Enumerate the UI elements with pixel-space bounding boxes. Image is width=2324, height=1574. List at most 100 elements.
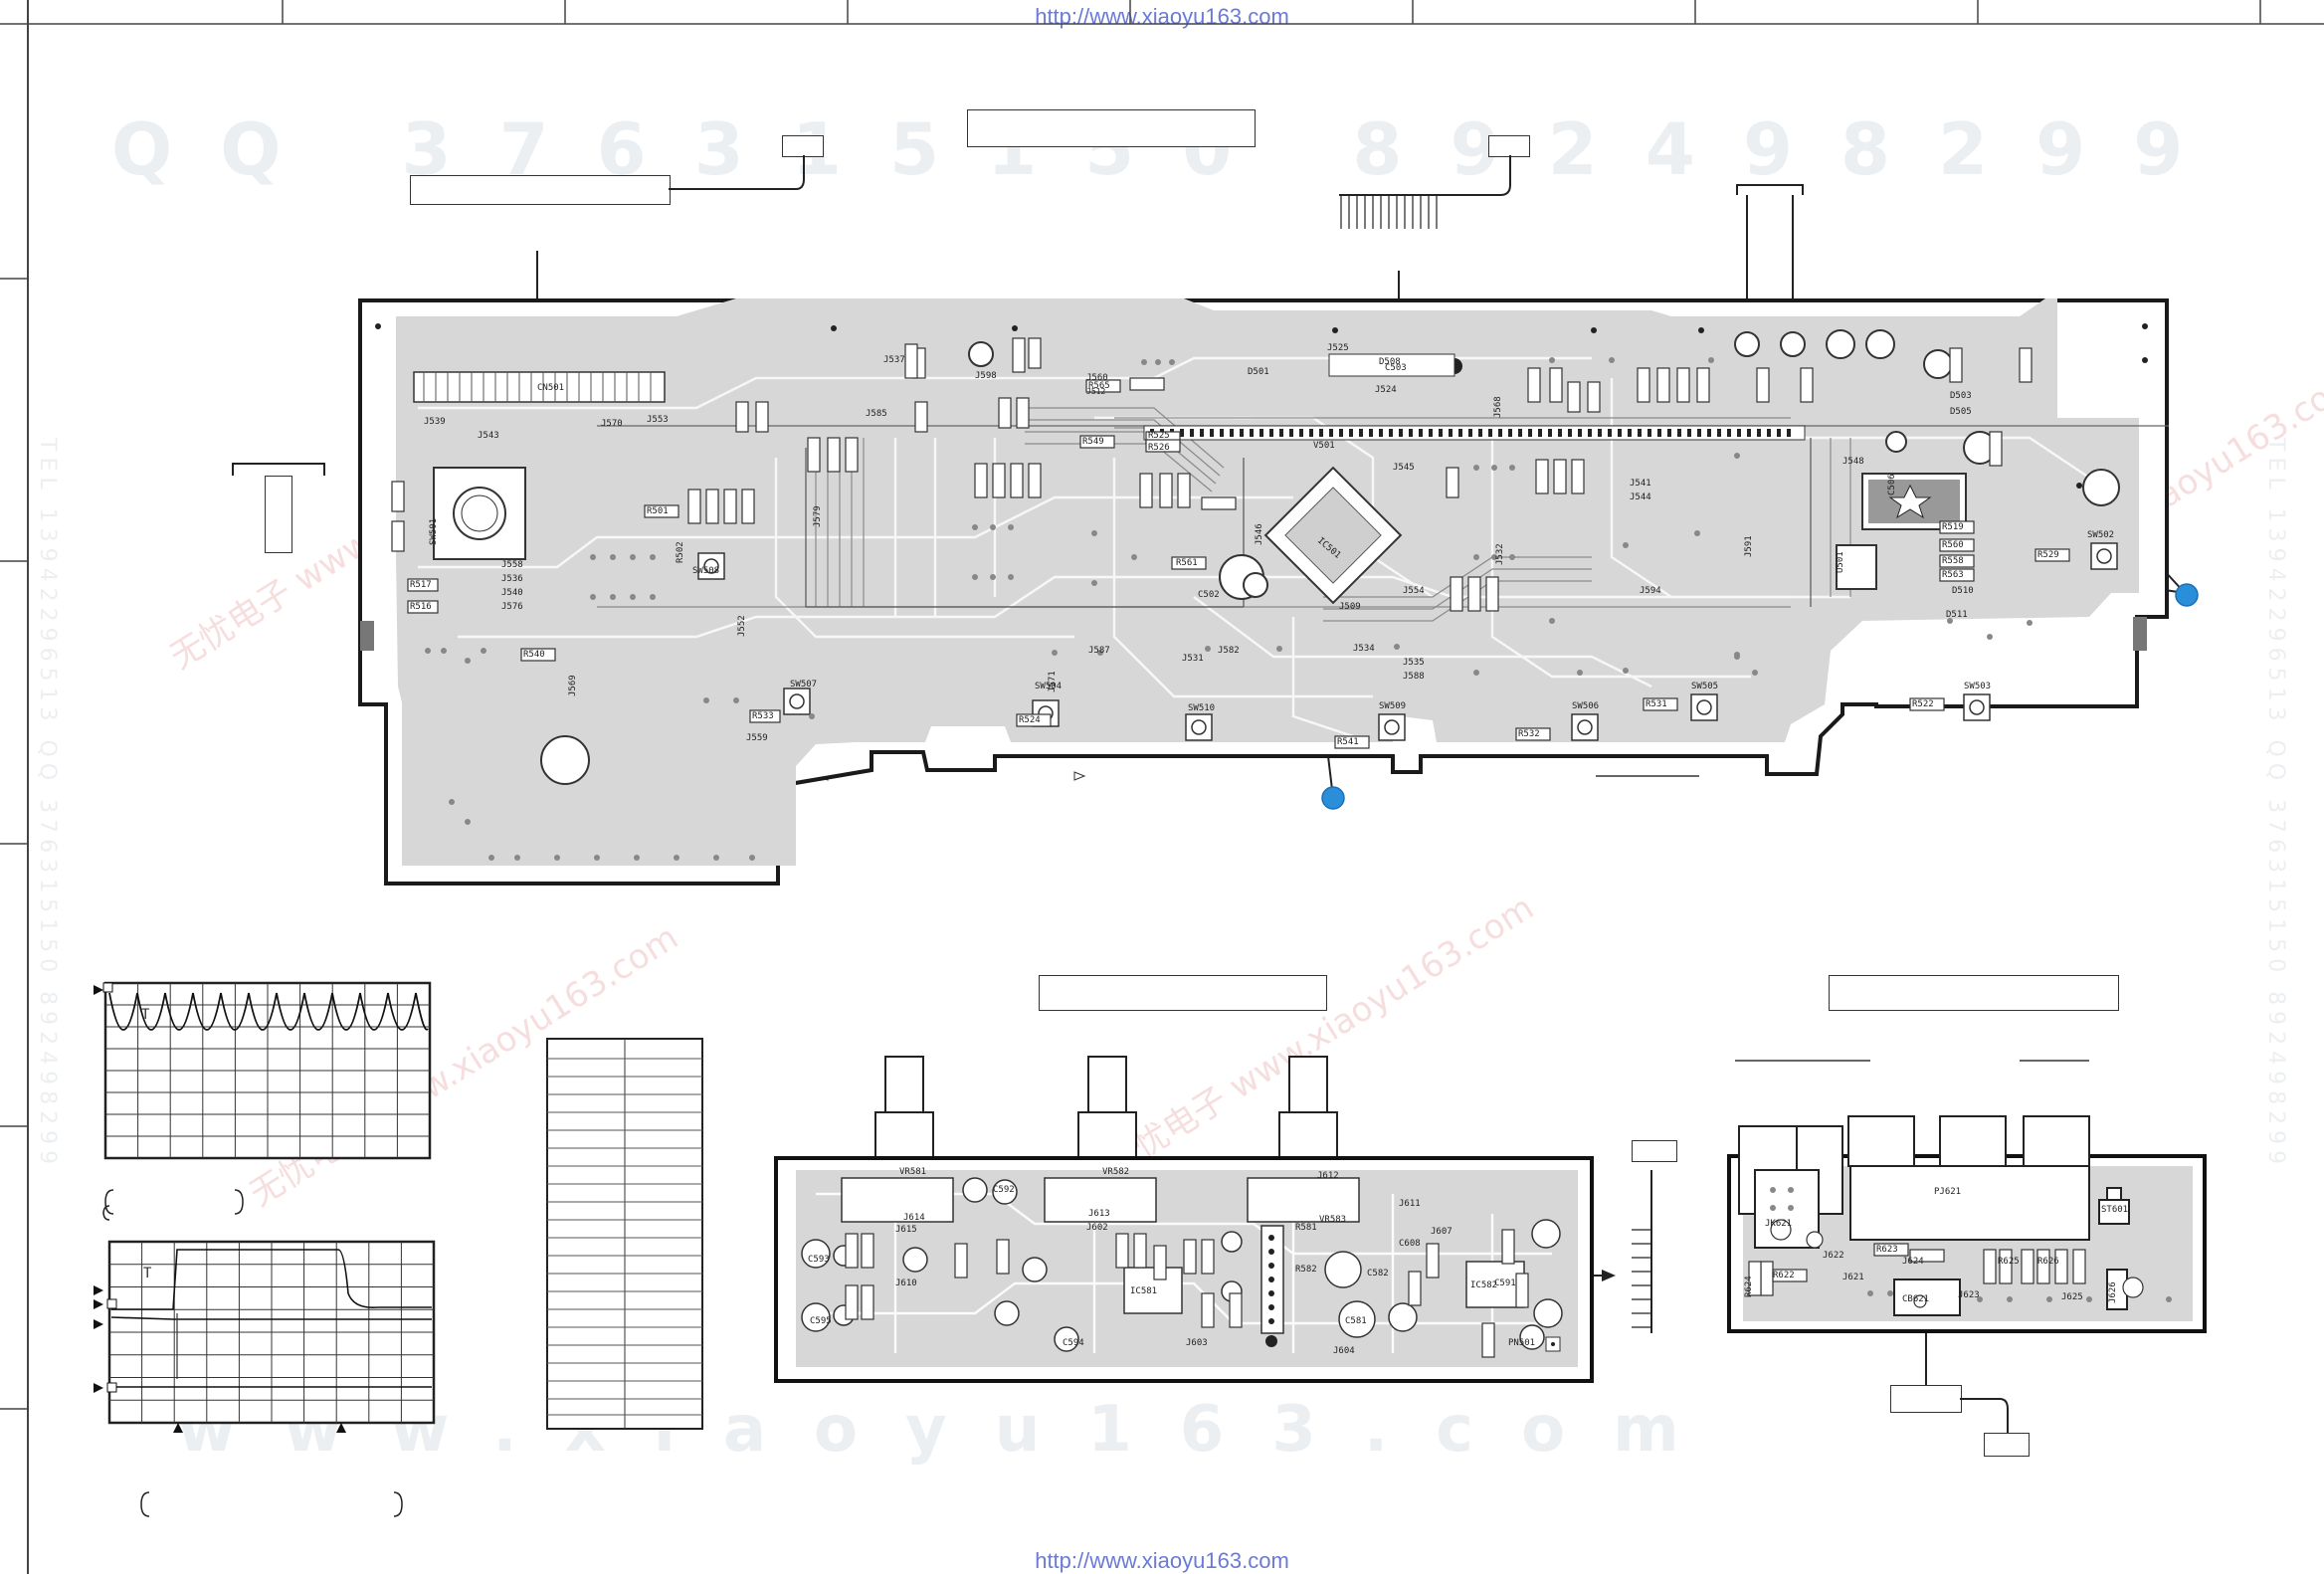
svg-text:D510: D510: [1952, 586, 1974, 596]
svg-text:J591: J591: [1744, 535, 1754, 557]
svg-text:J579: J579: [813, 505, 823, 527]
svg-text:VR583: VR583: [1319, 1215, 1346, 1225]
scope-1-trigger-marker: T: [141, 1007, 150, 1023]
svg-text:J582: J582: [1218, 646, 1240, 656]
svg-text:SW509: SW509: [1379, 701, 1406, 711]
svg-text:D511: D511: [1946, 610, 1968, 620]
svg-text:J623: J623: [1958, 1290, 1980, 1300]
svg-text:SW505: SW505: [1691, 682, 1718, 691]
side-part-frame: [265, 476, 292, 553]
svg-text:J613: J613: [1088, 1209, 1110, 1219]
svg-text:C502: C502: [1198, 590, 1220, 600]
svg-text:JK621: JK621: [1765, 1219, 1792, 1229]
svg-text:J607: J607: [1431, 1227, 1452, 1237]
svg-text:U501: U501: [1836, 551, 1845, 573]
svg-text:PJ621: PJ621: [1934, 1187, 1961, 1197]
svg-text:J594: J594: [1640, 586, 1661, 596]
svg-text:J541: J541: [1630, 479, 1651, 489]
header-url[interactable]: http://www.xiaoyu163.com: [1035, 4, 1289, 29]
svg-text:C593: C593: [808, 1255, 830, 1265]
svg-text:J539: J539: [424, 417, 446, 427]
svg-text:J535: J535: [1403, 658, 1425, 668]
svg-text:PN501: PN501: [1508, 1338, 1535, 1348]
svg-text:C506: C506: [1887, 474, 1897, 495]
svg-text:R517: R517: [410, 580, 432, 590]
svg-text:J604: J604: [1333, 1346, 1355, 1356]
svg-text:J626: J626: [2108, 1281, 2118, 1303]
svg-text:R502: R502: [676, 541, 685, 563]
svg-text:D503: D503: [1950, 391, 1972, 401]
svg-text:R541: R541: [1337, 737, 1359, 747]
svg-text:J602: J602: [1086, 1223, 1108, 1233]
svg-text:CB621: CB621: [1902, 1294, 1929, 1304]
svg-text:J625: J625: [2061, 1292, 2083, 1302]
svg-text:J512: J512: [1086, 387, 1105, 396]
svg-text:R549: R549: [1082, 437, 1104, 447]
svg-text:D505: D505: [1950, 407, 1972, 417]
svg-text:VR581: VR581: [899, 1167, 926, 1177]
svg-text:J558: J558: [501, 560, 523, 570]
svg-text:SW501: SW501: [429, 518, 439, 545]
svg-text:CN501: CN501: [537, 383, 564, 393]
svg-text:J585: J585: [866, 409, 887, 419]
svg-text:J603: J603: [1186, 1338, 1208, 1348]
svg-text:R622: R622: [1773, 1271, 1795, 1280]
svg-text:SW507: SW507: [790, 680, 817, 689]
svg-text:VR582: VR582: [1102, 1167, 1129, 1177]
svg-text:J559: J559: [746, 733, 768, 743]
svg-text:R626: R626: [2037, 1257, 2059, 1267]
svg-text:J536: J536: [501, 574, 523, 584]
svg-text:R582: R582: [1295, 1265, 1317, 1275]
label-frame-left: [410, 175, 671, 205]
svg-text:J588: J588: [1403, 672, 1425, 682]
svg-text:R532: R532: [1518, 729, 1540, 739]
svg-text:R529: R529: [2037, 550, 2059, 560]
svg-text:R563: R563: [1942, 570, 1964, 580]
pot-board-label-frame: [1039, 975, 1327, 1011]
svg-text:J509: J509: [1339, 602, 1361, 612]
svg-text:C503: C503: [1385, 363, 1407, 373]
svg-text:SW506: SW506: [1572, 701, 1599, 711]
svg-text:R519: R519: [1942, 522, 1964, 532]
svg-text:IC581: IC581: [1130, 1286, 1157, 1296]
svg-text:R524: R524: [1019, 715, 1041, 725]
svg-text:J560: J560: [1086, 373, 1108, 383]
svg-text:R560: R560: [1942, 540, 1964, 550]
svg-text:ST601: ST601: [2101, 1205, 2128, 1215]
svg-text:J534: J534: [1353, 644, 1375, 654]
svg-text:SW510: SW510: [1188, 703, 1215, 713]
svg-text:J598: J598: [975, 371, 997, 381]
jack-board-label-frame: [1829, 975, 2119, 1011]
footer-url[interactable]: http://www.xiaoyu163.com: [1035, 1548, 1289, 1573]
svg-text:R522: R522: [1912, 699, 1934, 709]
svg-text:C608: C608: [1399, 1239, 1421, 1249]
svg-text:J546: J546: [1255, 523, 1264, 545]
svg-text:J554: J554: [1403, 586, 1425, 596]
svg-text:J544: J544: [1630, 492, 1651, 502]
svg-text:J571: J571: [1048, 671, 1058, 692]
svg-text:C582: C582: [1367, 1269, 1389, 1279]
svg-text:R623: R623: [1876, 1245, 1898, 1255]
svg-text:SW503: SW503: [1964, 682, 1991, 691]
svg-text:R624: R624: [1744, 1276, 1754, 1297]
svg-text:SW508: SW508: [692, 566, 719, 576]
svg-text:C594: C594: [1063, 1338, 1084, 1348]
svg-text:SW504: SW504: [1035, 682, 1062, 691]
svg-text:C591: C591: [1494, 1279, 1516, 1288]
svg-text:J553: J553: [647, 415, 669, 425]
svg-text:J570: J570: [601, 419, 623, 429]
svg-text:R526: R526: [1148, 443, 1170, 453]
label-frame-center: [967, 109, 1256, 147]
svg-text:SW502: SW502: [2087, 530, 2114, 540]
svg-text:J568: J568: [1493, 396, 1503, 418]
svg-text:J545: J545: [1393, 463, 1415, 473]
svg-text:J537: J537: [883, 355, 905, 365]
svg-text:C595: C595: [810, 1316, 832, 1326]
svg-text:R558: R558: [1942, 556, 1964, 566]
svg-text:J611: J611: [1399, 1199, 1421, 1209]
svg-text:R540: R540: [523, 650, 545, 660]
svg-text:R516: R516: [410, 602, 432, 612]
